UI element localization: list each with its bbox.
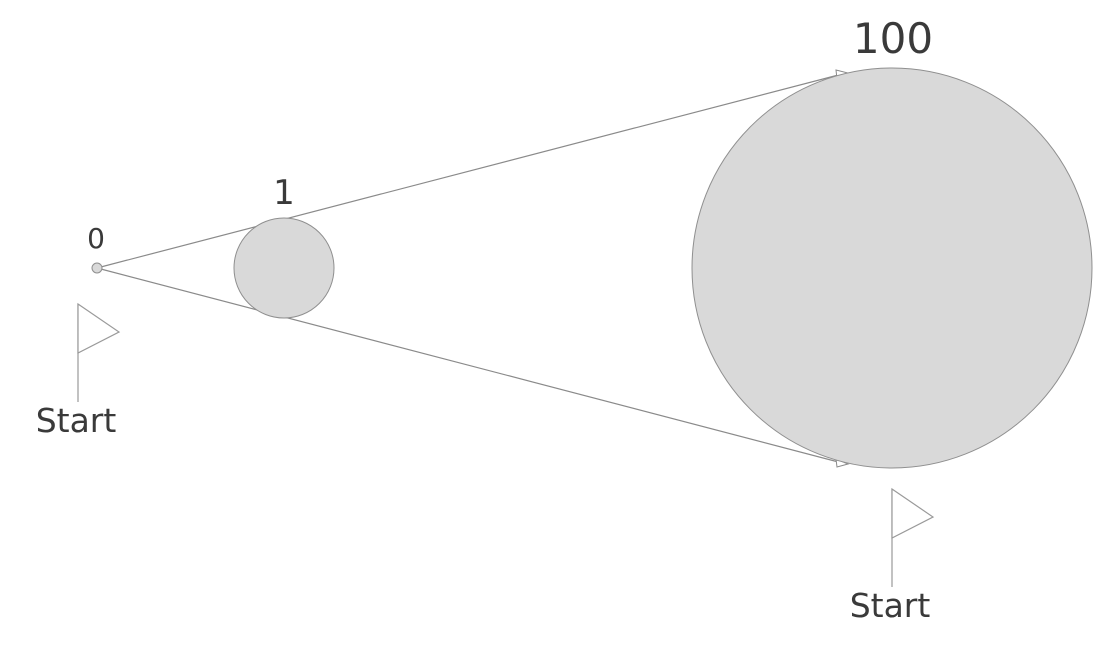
small-circle [233, 217, 335, 319]
start-label-left: Start [36, 401, 117, 440]
large-circle [691, 67, 1093, 469]
point-label-zero: 0 [87, 222, 105, 255]
start-label-right: Start [850, 586, 931, 625]
lower-ray [96, 267, 847, 465]
start-flag-left-icon [77, 302, 121, 402]
point-label-hundred: 100 [853, 14, 933, 63]
upper-ray [96, 72, 847, 269]
start-flag-right-icon [891, 487, 935, 587]
point-label-one: 1 [273, 173, 295, 213]
origin-point [91, 262, 103, 274]
